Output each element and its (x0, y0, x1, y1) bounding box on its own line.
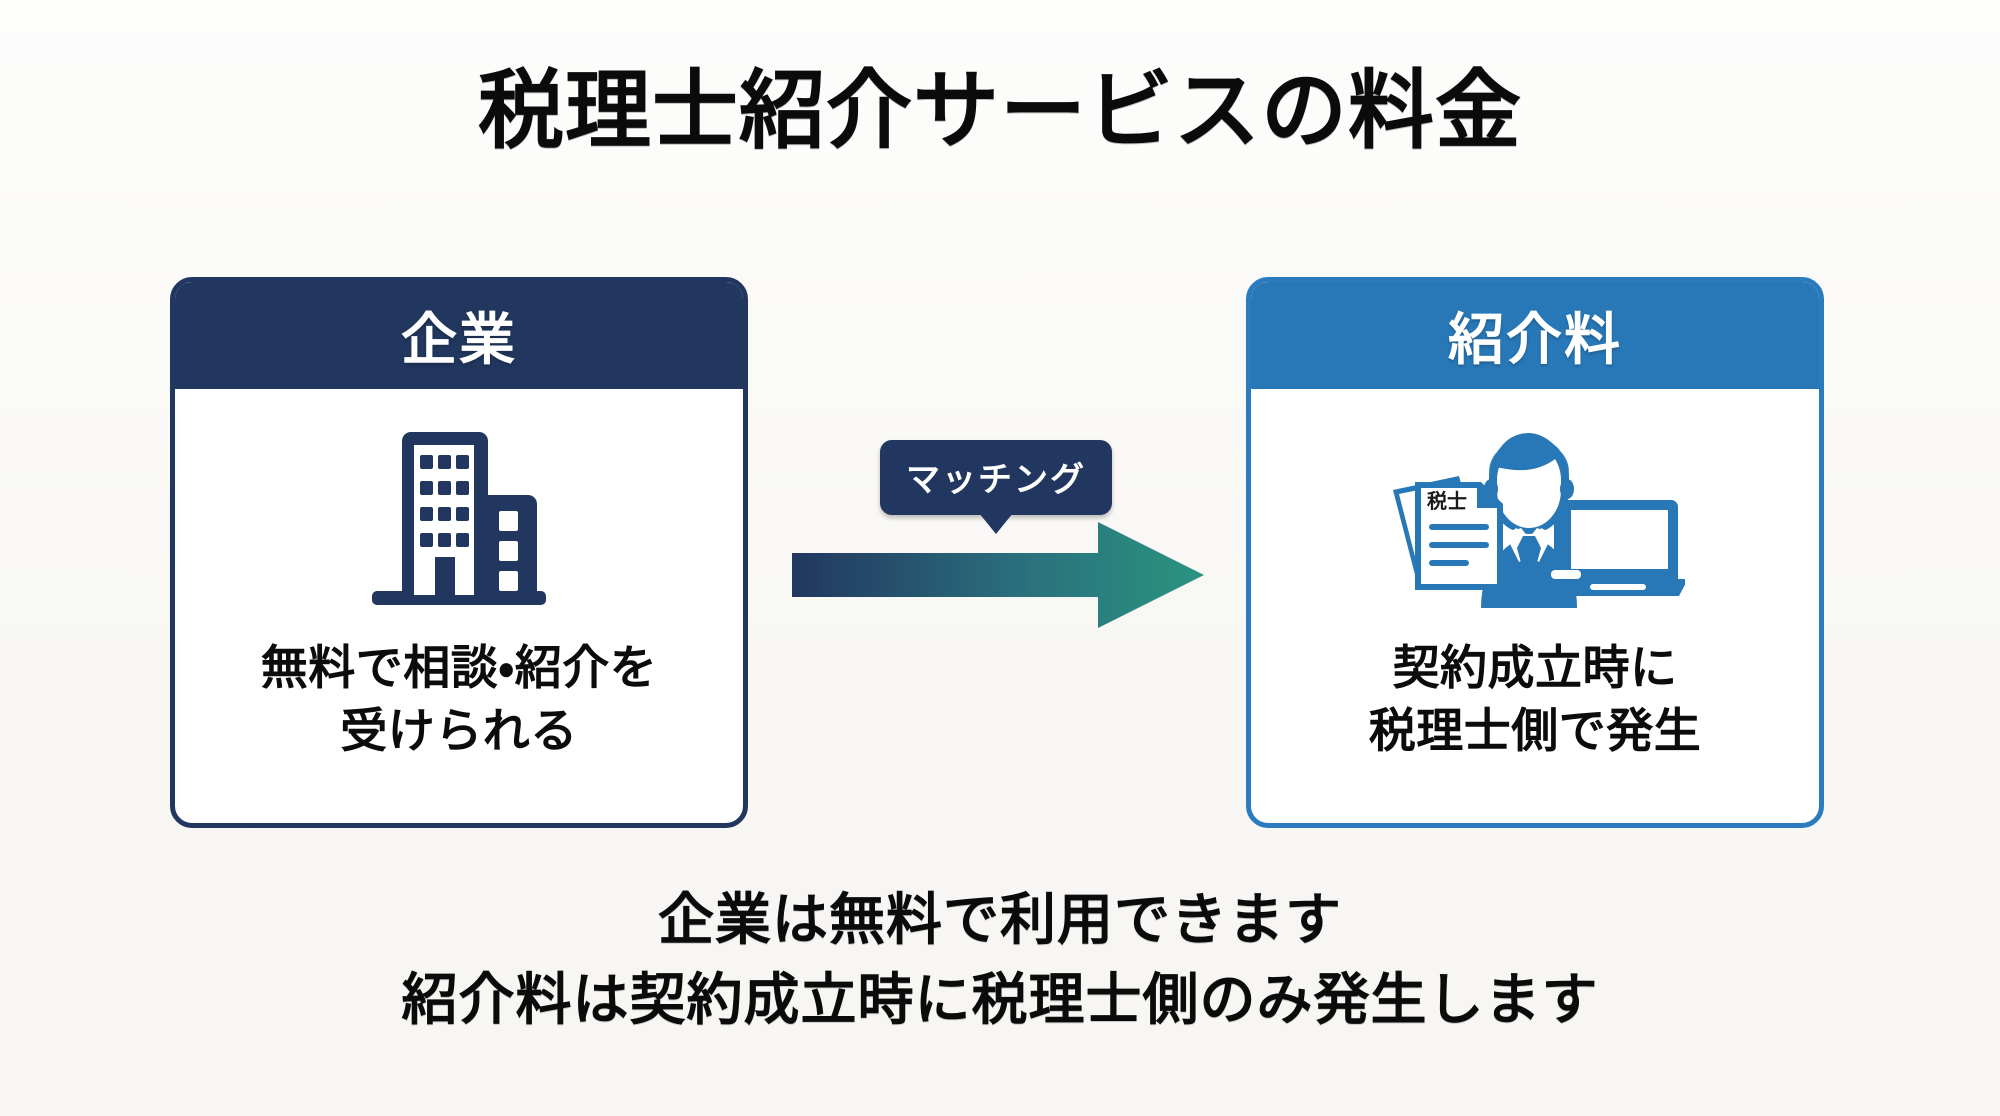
page-title: 税理士紹介サービスの料金 (478, 63, 1522, 159)
card-company-body: 無料で相談・紹介を 受けられる (175, 389, 743, 823)
office-building-icon (372, 432, 546, 605)
tax-accountant-icon-wrap: 税士 (1385, 425, 1685, 615)
card-company-caption-line-1: 無料で相談・紹介を (260, 641, 658, 694)
card-fee: 紹介料 (1246, 277, 1824, 828)
matching-badge-label: マッチング (906, 461, 1086, 499)
document-icon: 税士 (1393, 476, 1503, 590)
card-fee-caption: 契約成立時に 税理士側で発生 (1251, 637, 1819, 762)
person-icon (1481, 433, 1581, 608)
laptop-icon (1551, 500, 1685, 596)
card-fee-caption-line-2: 税理士側で発生 (1368, 703, 1702, 757)
flow-arrow-icon (792, 522, 1204, 628)
card-fee-body: 税士 契約成立時に 税理士側で発生 (1251, 389, 1819, 823)
matching-badge: マッチング (880, 440, 1112, 534)
footer-notes: 企業は無料で利用できます 紹介料は契約成立時に税理士側のみ発生します (0, 880, 2000, 1039)
matching-badge-tail-icon (979, 513, 1013, 534)
card-company-header: 企業 (175, 282, 743, 389)
card-fee-header: 紹介料 (1251, 282, 1819, 389)
card-company-caption: 無料で相談・紹介を 受けられる (175, 637, 743, 762)
footer-note-line-1: 企業は無料で利用できます (658, 888, 1342, 951)
card-company-caption-line-2: 受けられる (340, 703, 578, 757)
office-building-icon-wrap (368, 425, 550, 615)
document-label: 税士 (1427, 489, 1467, 513)
card-company: 企業 (170, 277, 748, 828)
card-fee-caption-line-1: 契約成立時に (1392, 641, 1678, 694)
footer-note-line-2: 紹介料は契約成立時に税理士側のみ発生します (401, 967, 1599, 1031)
tax-accountant-icon: 税士 (1393, 433, 1685, 608)
